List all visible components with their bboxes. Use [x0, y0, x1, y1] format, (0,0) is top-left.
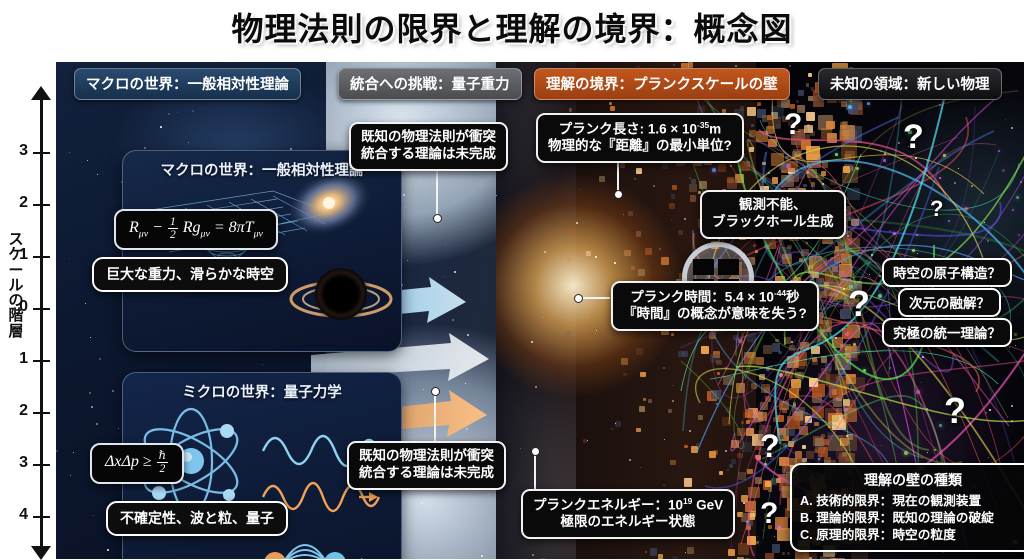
- leader-line-conflict-bottom: [434, 392, 436, 442]
- callout-magnifier: 観測不能、 ブラックホール生成: [700, 190, 846, 239]
- axis-arrow-down: [31, 546, 51, 560]
- section-header-planck-wall: 理解の境界：プランクスケールの壁: [534, 68, 790, 100]
- micro-formula: ΔxΔp ≥ ℏ2: [90, 443, 184, 484]
- callout-magnifier-line2: ブラックホール生成: [712, 214, 834, 231]
- legend-item-b: B. 理論的限界：既知の理論の破綻: [800, 510, 1024, 527]
- question-mark: ?: [848, 283, 870, 325]
- macro-panel-art: [123, 151, 401, 351]
- callout-conflict-top-line1: 既知の物理法則が衝突: [361, 129, 496, 146]
- axis-tick: [33, 360, 50, 362]
- question-chip-2: 究極の統一理論？: [882, 318, 1012, 347]
- axis-tick-label: 1: [6, 246, 28, 264]
- section-header-quantum-gravity: 統合への挑戦：量子重力: [338, 68, 522, 100]
- axis-tick-label: 4: [6, 506, 28, 524]
- callout-planck-time: プランク時間：5.4 × 10-44秒 『時間』の概念が意味を失う?: [611, 281, 819, 331]
- legend-box: 理解の壁の種類 A. 技術的限界：現在の観測装置 B. 理論的限界：既知の理論の…: [790, 463, 1024, 552]
- legend-title: 理解の壁の種類: [800, 470, 1024, 490]
- leader-dot-planck-energy: [531, 447, 540, 456]
- question-mark: ?: [903, 118, 924, 157]
- axis-tick: [33, 516, 50, 518]
- axis-tick: [33, 204, 50, 206]
- callout-planck-length-line1: プランク長さ: 1.6 × 10-35m: [548, 120, 732, 138]
- scale-axis-line: [40, 96, 43, 548]
- callout-planck-time-line1: プランク時間：5.4 × 10-44秒: [623, 288, 807, 306]
- axis-tick-label: 0: [6, 298, 28, 316]
- leader-dot-planck-length: [614, 190, 623, 199]
- axis-tick-label: 2: [6, 194, 28, 212]
- question-mark: ?: [930, 196, 943, 222]
- section-header-unknown: 未知の領域：新しい物理: [818, 68, 1002, 100]
- question-mark: ?: [784, 108, 802, 142]
- panel-micro-title: ミクロの世界：量子力学: [123, 381, 401, 402]
- axis-tick: [33, 412, 50, 414]
- callout-planck-energy-line1: プランクエネルギー：1019 GeV: [533, 496, 723, 514]
- legend-item-a: A. 技術的限界：現在の観測装置: [800, 493, 1024, 510]
- micro-caption: 不確定性、波と粒、量子: [106, 501, 288, 536]
- callout-planck-length-line2: 物理的な『距離』の最小単位?: [548, 138, 732, 155]
- callout-planck-length: プランク長さ: 1.6 × 10-35m 物理的な『距離』の最小単位?: [536, 113, 744, 163]
- axis-tick: [33, 308, 50, 310]
- question-mark: ?: [760, 428, 780, 465]
- callout-planck-energy-line2: 極限のエネルギー状態: [533, 514, 723, 531]
- section-header-macro: マクロの世界：一般相対性理論: [74, 68, 301, 100]
- question-mark: ?: [944, 390, 966, 432]
- callout-conflict-bottom-line1: 既知の物理法則が衝突: [359, 448, 494, 465]
- leader-dot-planck-time: [574, 294, 583, 303]
- callout-planck-energy: プランクエネルギー：1019 GeV 極限のエネルギー状態: [521, 489, 735, 539]
- macro-formula: Rμν − 12 Rgμν = 8πTμν: [114, 209, 278, 250]
- axis-tick: [33, 464, 50, 466]
- callout-planck-time-line2: 『時間』の概念が意味を失う?: [623, 306, 807, 323]
- question-chip-0: 時空の原子構造？: [882, 258, 1012, 287]
- legend-item-c: C. 原理的限界：時空の粒度: [800, 527, 1024, 544]
- page-title: 物理法則の限界と理解の境界：概念図: [0, 4, 1024, 50]
- leader-dot-conflict-top: [433, 214, 442, 223]
- axis-tick-label: 2: [6, 402, 28, 420]
- macro-caption: 巨大な重力、滑らかな時空: [92, 257, 288, 292]
- axis-tick-label: 1: [6, 350, 28, 368]
- axis-tick-label: 3: [6, 142, 28, 160]
- leader-line-planck-time: [580, 297, 610, 299]
- callout-conflict-bottom-line2: 統合する理論は未完成: [359, 465, 494, 482]
- question-chip-1: 次元の融解？: [898, 288, 1001, 317]
- leader-dot-conflict-bottom: [431, 387, 440, 396]
- axis-tick: [33, 152, 50, 154]
- panel-macro-world: マクロの世界：一般相対性理論: [122, 150, 402, 352]
- callout-conflict-bottom: 既知の物理法則が衝突 統合する理論は未完成: [347, 441, 506, 490]
- axis-tick: [33, 256, 50, 258]
- callout-magnifier-line1: 観測不能、: [712, 197, 834, 214]
- axis-tick-label: 3: [6, 454, 28, 472]
- callout-conflict-top: 既知の物理法則が衝突 統合する理論は未完成: [349, 122, 508, 171]
- callout-conflict-top-line2: 統合する理論は未完成: [361, 146, 496, 163]
- leader-line-planck-energy: [534, 452, 536, 490]
- question-mark: ?: [760, 497, 778, 531]
